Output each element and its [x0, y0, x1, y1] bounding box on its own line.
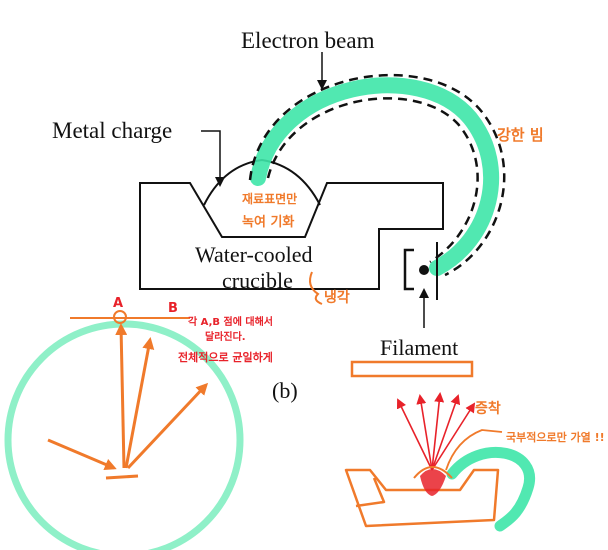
melt-pool — [420, 469, 446, 496]
water-cooled-crucible-outline — [139, 182, 444, 290]
surface-heating-note-2: 녹여 기화 — [242, 214, 294, 230]
electron-beam-band — [250, 77, 499, 276]
evaporation-note: 증착 — [475, 400, 501, 417]
electron-beam-dashed-outer — [248, 73, 506, 277]
ab-note-2: 달라진다. — [205, 330, 246, 343]
substrate-plate — [350, 360, 474, 378]
water-cooled-label: Water-cooled — [195, 242, 313, 267]
surface-heating-note-1: 재료표면만 — [242, 191, 297, 206]
arrow-to-point-a — [115, 323, 128, 469]
arrow-upper-right — [124, 337, 155, 469]
cooling-squiggle — [309, 271, 323, 305]
arrow-from-left — [47, 438, 117, 471]
local-heating-leader — [445, 429, 503, 471]
local-heating-note: 국부적으로만 가열 !! — [506, 430, 605, 444]
filament-bracket — [403, 248, 414, 291]
point-a-label: A — [113, 296, 123, 311]
filament-dot — [419, 265, 429, 275]
evaporation-rays — [396, 392, 476, 471]
strong-beam-note: 강한 빔 — [497, 126, 544, 144]
arrow-right — [126, 382, 209, 470]
source-line — [105, 474, 139, 480]
point-b-label: B — [168, 301, 178, 316]
electron-beam-label: Electron beam — [241, 28, 375, 53]
uniform-note: 전체적으로 균일하게 — [178, 350, 273, 364]
metal-charge-label: Metal charge — [52, 118, 172, 143]
figure-id-label: (b) — [272, 378, 298, 403]
cooling-note: 냉각 — [324, 289, 350, 306]
filament-label: Filament — [380, 335, 458, 360]
crucible-label: crucible — [222, 268, 293, 293]
ab-note-1: 각 A,B 점에 대해서 — [188, 315, 273, 328]
mini-beam-band — [446, 447, 536, 532]
electron-beam-dashed-inner — [266, 97, 479, 264]
point-a-marker — [113, 310, 127, 324]
metal-charge-pointer — [201, 130, 225, 187]
melt-pool-glow — [413, 466, 453, 479]
mini-crucible-outline — [344, 468, 500, 528]
